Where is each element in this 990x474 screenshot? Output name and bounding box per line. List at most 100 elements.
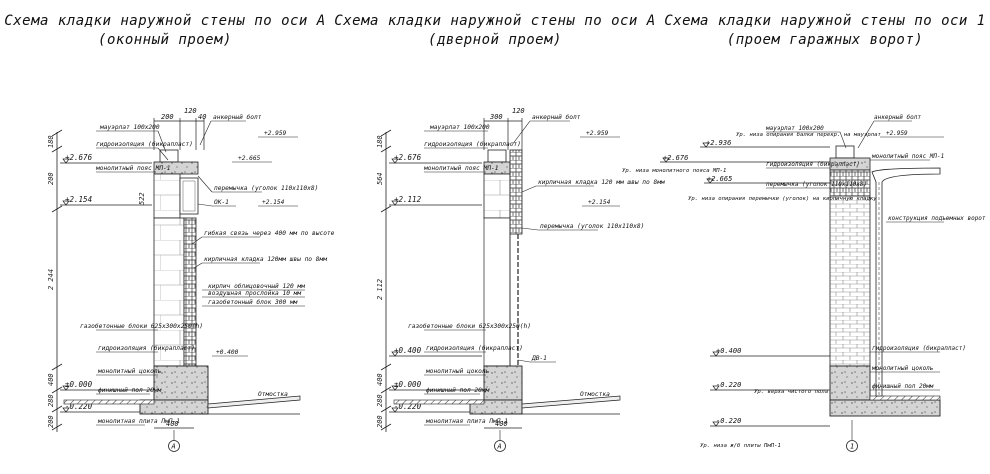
upper-block [483,173,511,219]
label-monolithic-belt: монолитный пояс МП-1 [423,164,499,172]
label-aerated-blocks: газобетонные блоки 625х300х250(h) [408,322,531,330]
label-mauerlat: мауэрлат 100х200 [429,124,490,131]
level-minus-0220-bottom: -0.220 [716,417,741,425]
level-right-2959: +2.959 [586,130,609,137]
vertical-dimension-chain [51,129,63,432]
monolithic-socle [153,365,209,401]
dim-2244: 2 244 [47,269,55,290]
label-lintel-support-level: Ур. низа опирания перемычки (уголок) на … [688,196,877,202]
mauerlat [835,145,855,159]
label-brickwork: кирпичная кладка 120мм швы по 8мм [204,256,327,263]
dim-280: 280 [376,394,384,407]
drawing-window: 180 200 2 244 400 280 200 522 +2.676 +2.… [47,107,335,452]
title-garage-scheme: Схема кладки наружной стены по оси 1 (пр… [660,12,990,50]
label-flexible-tie: гибкая связь через 400 мм по высоте [204,229,335,237]
monolithic-socle [829,365,871,401]
label-anchor-bolt: анкерный болт [874,114,921,121]
title-line-1: Схема кладки наружной стены по оси А [334,13,656,29]
mauerlat [159,149,179,163]
blind-area [521,395,621,409]
top-dim-120: 120 [184,107,197,115]
mauerlat [487,149,507,163]
level-2676: +2.676 [394,153,422,162]
title-line-2: (оконный проем) [98,32,232,48]
dim-564: 564 [376,172,384,185]
top-dim-200: 200 [161,113,174,121]
label-waterproofing-top: гидроизоляция (бикрапласт) [766,161,860,168]
level-minus-0220: -0.220 [394,402,422,411]
blind-area [207,395,301,409]
label-gate-structure: конструкция подъемных ворот [888,215,986,222]
dim-280: 280 [47,394,55,407]
label-anchor-bolt: анкерный болт [213,113,262,121]
axis-label: 1 [850,443,854,451]
top-dim-120: 120 [512,107,525,115]
window-frame [179,177,199,215]
level-2676: +2.676 [65,153,93,162]
level-minus-0220: -0.220 [65,402,93,411]
axis-marker [494,440,506,452]
monolithic-socle [483,365,523,401]
label-layer-block: газобетонный блок 300 мм [208,298,298,306]
dim-2112: 2 112 [376,279,384,300]
facing-brick [509,149,523,235]
label-layer-brick: кирпич облицовочный 120 мм [208,282,305,290]
level-0400: +0.400 [394,346,422,355]
title-line-1: Схема кладки наружной стены по оси 1 [664,13,986,29]
floor [393,399,485,405]
label-brickwork: кирпичная кладка 120 мм швы по 8мм [538,179,665,186]
label-waterproofing-top: гидроизоляция (бикрапласт) [96,140,193,148]
axis-label: A [497,443,502,451]
label-monolithic-belt: монолитный пояс МП-1 [95,164,171,172]
label-socle: монолитный цоколь [871,365,934,372]
level-right-2154: +2.154 [588,199,611,206]
facing-brick [183,217,197,367]
label-lintel: перемычка (уголок 110х110х8) [214,185,318,192]
level-right-2154: +2.154 [262,199,285,206]
level-0400: +0.400 [716,347,741,355]
label-ok1: ОК-1 [214,199,229,206]
level-0000: ±0.000 [65,380,93,389]
dim-200: 200 [47,172,55,185]
gate-structure [871,167,941,397]
level-2936: +2.936 [706,139,731,147]
level-2676: +2.676 [663,154,688,162]
axis-label: A [171,443,176,451]
level-0000: ±0.000 [394,380,422,389]
label-monolithic-belt: монолитный пояс МП-1 [871,153,944,160]
door-opening [483,217,511,367]
dim-180: 180 [376,135,384,148]
label-lintel: перемычка (уголок 110х110х8) [540,223,644,230]
label-waterproofing-bottom: гидроизоляция (бикрапласт) [426,344,523,352]
bottom-dim-400: 400 [166,420,179,428]
label-waterproofing-top: гидроизоляция (бикрапласт) [424,140,521,148]
label-waterproofing-bottom: гидроизоляция (бикрапласт) [98,344,195,352]
label-finish-floor: финишный пол 20мм [98,386,162,394]
title-line-2: (проем гаражных ворот) [726,32,924,48]
label-finish-floor: финишный пол 20мм [872,383,934,390]
label-socle: монолитный цоколь [97,367,162,375]
label-aerated-blocks: газобетонные блоки 625х300х250(h) [80,322,203,330]
label-socle: монолитный цоколь [425,367,490,375]
bottom-dim-400: 400 [495,420,508,428]
dim-180: 180 [47,135,55,148]
level-2665: +2.665 [707,175,732,183]
label-clean-floor-level: Ур. верха чистого пола [754,389,828,395]
label-slab: монолитная плита ПмП-1 [97,418,180,425]
aerated-concrete-wall [153,217,185,367]
level-right-2665: +2.665 [238,155,261,162]
label-mauerlat: мауэрлат 100х200 [99,124,160,131]
label-lintel: перемычка (уголок 110х110х8) [766,181,867,188]
garage-brick-wall [829,195,871,367]
level-2112: +2.112 [394,195,422,204]
dim-400: 400 [47,373,55,386]
label-blind-area: Отмостка [580,391,610,398]
title-window-scheme: Схема кладки наружной стены по оси А (ок… [0,12,330,50]
level-right-2959: +2.959 [886,130,908,137]
dim-200: 200 [376,415,384,428]
label-slab-bottom-level: Ур. низа ж/б плиты ПмП-1 [700,442,781,449]
label-beam-support-level: Ур. низа опирания балки перекр. на мауэр… [736,131,881,138]
label-door-dv1: ДВ-1 [531,355,547,362]
level-2154: +2.154 [65,195,92,204]
level-minus-0220-top: -0.220 [716,381,741,389]
